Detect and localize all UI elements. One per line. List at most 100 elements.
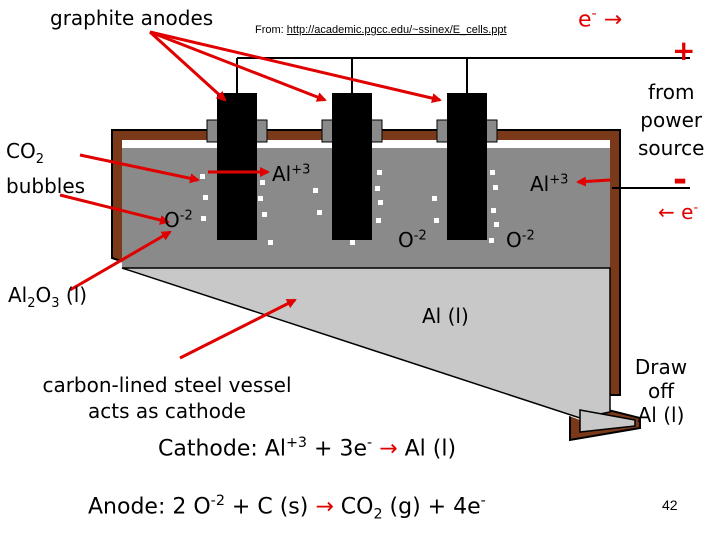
- al2o3-sub-2: 2: [27, 296, 36, 311]
- electron-top-charge: -: [591, 6, 597, 22]
- bubble: [489, 238, 494, 243]
- bubble: [375, 186, 380, 191]
- co2-line-2: bubbles: [6, 174, 86, 198]
- anode-eq-sub-2: 2: [373, 506, 383, 523]
- cathode-equation: Cathode: Al+3 + 3e- → Al (l): [158, 435, 456, 461]
- bubble: [378, 200, 383, 205]
- cathode-eq-part-a: Cathode: Al: [158, 436, 286, 462]
- anode-eq-charge: -2: [210, 493, 225, 509]
- cathode-eq-part-c: + 3e: [307, 436, 367, 462]
- tap-outlet: [579, 409, 636, 433]
- electron-right-arrow: ←: [658, 200, 675, 224]
- bubble: [376, 218, 381, 223]
- arrow-anodes-2: [149, 30, 327, 102]
- negative-terminal: -: [673, 160, 688, 200]
- arrow-anodes-3: [149, 30, 442, 104]
- draw-off-line-2: off: [647, 379, 674, 403]
- o2-mid-symbol: O: [398, 228, 414, 252]
- al2o3-o: O: [35, 283, 52, 307]
- bubble: [203, 195, 208, 200]
- graphite-anode-1: [217, 93, 257, 240]
- bubble: [262, 212, 267, 217]
- al3-right-symbol: Al: [530, 172, 550, 196]
- arrow-o2: [59, 193, 170, 225]
- co2-line-1: CO2: [6, 138, 85, 173]
- o2-ion-right: O-2: [506, 228, 535, 252]
- al2o3-al: Al: [8, 283, 28, 307]
- anode-eq-part-f: (g) + 4e: [382, 494, 481, 520]
- source-prefix: From:: [255, 24, 287, 36]
- al3-ion-right: Al+3: [530, 172, 568, 196]
- liquid-aluminum: [121, 267, 611, 419]
- bubble: [200, 174, 205, 179]
- bubble: [490, 170, 495, 175]
- co2-bubbles: [200, 170, 499, 245]
- pointer-arrows: [59, 30, 611, 360]
- electron-flow-top: e- →: [578, 6, 622, 32]
- slide-number: 42: [662, 497, 678, 513]
- electron-top-arrow: →: [603, 7, 623, 33]
- anode-eq-co: CO: [333, 494, 374, 520]
- bubble: [260, 180, 265, 185]
- al3-left-charge: +3: [291, 162, 311, 178]
- al2o3-state: (l): [59, 283, 88, 307]
- electron-right-charge: -: [693, 200, 699, 216]
- source-credit: From: http://academic.pgcc.edu/~ssinex/E…: [255, 24, 507, 36]
- bubble: [494, 222, 499, 227]
- al2o3-sub-3: 3: [51, 296, 60, 311]
- cathode-eq-electron-charge: -: [366, 435, 373, 451]
- o2-ion-left: O-2: [164, 208, 193, 232]
- cathode-eq-product: Al (l): [397, 436, 457, 462]
- arrow-vessel: [179, 298, 297, 360]
- bubble: [201, 216, 206, 221]
- vessel-label: carbon-lined steel vessel acts as cathod…: [32, 372, 302, 424]
- bubble: [268, 240, 273, 245]
- draw-off-label: Draw off Al (l): [628, 355, 694, 427]
- al2o3-label: Al2O3 (l): [8, 283, 87, 311]
- bubble: [432, 196, 437, 201]
- vessel-line-1: carbon-lined steel vessel: [42, 373, 292, 397]
- anode-eq-part-c: + C (s): [224, 494, 316, 520]
- al3-left-symbol: Al: [272, 162, 292, 186]
- bubble: [491, 208, 496, 213]
- anode-eq-electron-charge: -: [480, 493, 486, 509]
- electron-flow-right: ← e-: [658, 200, 698, 224]
- bubble: [350, 240, 355, 245]
- o2-left-charge: -2: [179, 208, 193, 224]
- anode-eq-part-a: Anode: 2 O: [88, 494, 211, 520]
- bubble: [377, 170, 382, 175]
- anode-equation: Anode: 2 O-2 + C (s) → CO2 (g) + 4e-: [88, 493, 486, 523]
- bubble: [258, 196, 263, 201]
- o2-ion-middle: O-2: [398, 228, 427, 252]
- co2-bubbles-label: CO2 bubbles: [6, 138, 85, 199]
- power-source-label: from power source: [638, 78, 704, 162]
- vessel-line-2: acts as cathode: [88, 399, 246, 423]
- al3-right-charge: +3: [549, 172, 569, 188]
- o2-left-symbol: O: [164, 208, 180, 232]
- power-source-line-2: power: [640, 108, 703, 132]
- source-url[interactable]: http://academic.pgcc.edu/~ssinex/E_cells…: [286, 24, 507, 36]
- positive-terminal: +: [672, 34, 696, 67]
- co2-subscript: 2: [35, 152, 44, 167]
- al3-ion-left: Al+3: [272, 162, 310, 186]
- o2-mid-charge: -2: [413, 228, 427, 244]
- o2-right-charge: -2: [521, 228, 535, 244]
- draw-off-line-1: Draw: [634, 355, 688, 379]
- power-source-line-3: source: [638, 136, 705, 160]
- draw-off-line-3: Al (l): [637, 403, 685, 427]
- power-source-line-1: from: [647, 80, 695, 104]
- graphite-anode-3: [447, 93, 487, 240]
- arrow-anodes-1: [148, 30, 227, 102]
- graphite-anode-2: [332, 93, 372, 240]
- graphite-anodes-label: graphite anodes: [50, 6, 214, 30]
- anode-eq-arrow: →: [315, 494, 334, 520]
- bubble: [313, 188, 318, 193]
- bubble: [434, 218, 439, 223]
- liquid-al-label: Al (l): [422, 304, 469, 328]
- arrow-co2: [79, 153, 200, 184]
- electron-right-symbol: e: [681, 200, 694, 224]
- o2-right-symbol: O: [506, 228, 522, 252]
- co2-formula: CO: [6, 139, 36, 163]
- cathode-eq-arrow: →: [379, 436, 398, 462]
